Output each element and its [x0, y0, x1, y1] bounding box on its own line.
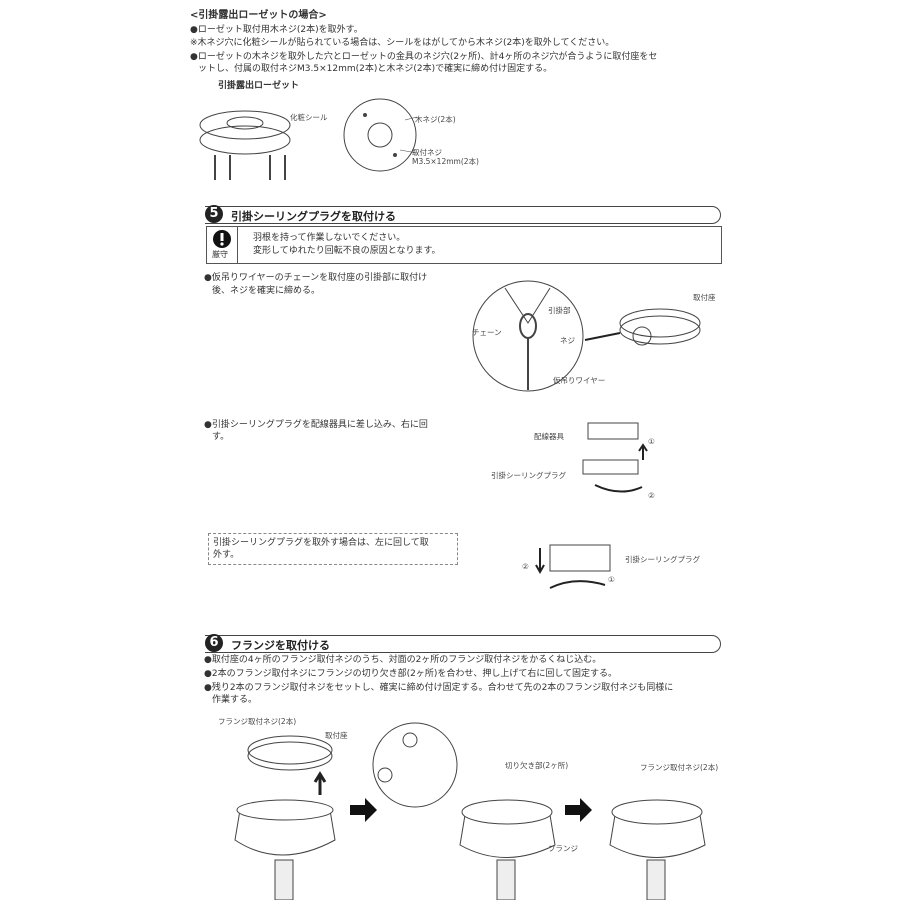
chain-illustration: [472, 280, 701, 392]
warning-line: 羽根を持って作業しないでください。: [253, 233, 406, 243]
section-title: 引掛シーリングプラグを取付ける: [231, 210, 396, 223]
step-text: ●引掛シーリングプラグを配線器具に差し込み、右に回: [204, 420, 428, 430]
step-text: ●取付座の4ヶ所のフランジ取付ネジのうち、対面の2ヶ所のフランジ取付ネジをかるく…: [204, 655, 602, 665]
step-text: ●2本のフランジ取付ネジにフランジの切り欠き部(2ヶ所)を合わせ、押し上げて右に…: [204, 669, 618, 679]
intro-line: ●ローゼット取付用木ネジ(2本)を取外す。: [190, 25, 363, 35]
warning-badge: 厳守: [207, 227, 238, 263]
section-number: 5: [205, 205, 223, 223]
warning-box: 厳守 羽根を持って作業しないでください。 変形してゆれたり回転不良の原因となりま…: [206, 226, 722, 264]
step-text: ●残り2本のフランジ取付ネジをセットし、確実に締め付け固定する。合わせて先の2本…: [204, 683, 674, 693]
label: 取付ネジ: [412, 148, 442, 157]
flange-illustration: [234, 722, 706, 900]
section-number: 6: [205, 634, 223, 652]
section-title: フランジを取付ける: [231, 639, 330, 652]
step-text: ●仮吊りワイヤーのチェーンを取付座の引掛部に取付け: [204, 273, 428, 283]
intro-heading: <引掛露出ローゼットの場合>: [190, 10, 327, 21]
section-6-header: 6 フランジを取付ける: [205, 634, 721, 653]
intro-line: ※木ネジ穴に化粧シールが貼られている場合は、シールをはがしてから木ネジ(2本)を…: [190, 38, 615, 48]
section-5-header: 5 引掛シーリングプラグを取付ける: [205, 205, 721, 224]
figure-title: 引掛露出ローゼット: [218, 81, 300, 91]
warning-line: 変形してゆれたり回転不良の原因となります。: [253, 246, 441, 256]
label: 木ネジ(2本): [415, 115, 456, 124]
note-box: 引掛シーリングプラグを取外す場合は、左に回して取 外す。: [208, 533, 458, 565]
step-text: 作業する。: [212, 695, 258, 705]
intro-line: ●ローゼットの木ネジを取外した穴とローゼットの金具のネジ穴(2ヶ所)、計4ヶ所の…: [190, 52, 658, 62]
exclamation-icon: [213, 230, 231, 248]
intro-line: ットし、付属の取付ネジM3.5×12mm(2本)と木ネジ(2本)で確実に締め付け…: [198, 64, 553, 74]
step-text: 後、ネジを確実に締める。: [212, 286, 321, 296]
step-text: す。: [212, 432, 230, 442]
label: 化粧シール: [290, 113, 328, 122]
rosette-illustration: [199, 98, 418, 180]
plug-removal-illustration: [535, 544, 611, 589]
label: M3.5×12mm(2本): [412, 157, 479, 166]
plug-illustration: [582, 422, 648, 493]
